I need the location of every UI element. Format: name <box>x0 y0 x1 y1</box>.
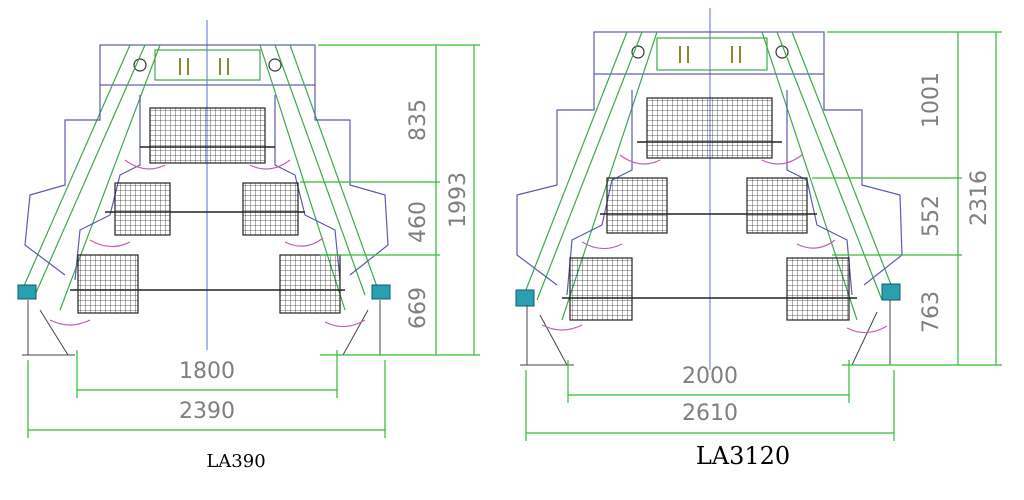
drawing-la3120: 1001 552 763 2316 2000 2610 LA3120 <box>512 0 1024 500</box>
dim-top: 1001 <box>919 72 944 128</box>
dim-total: 1993 <box>446 172 471 228</box>
dim-inner: 1800 <box>179 359 235 384</box>
cages <box>569 97 850 321</box>
egg-troughs <box>541 154 888 334</box>
dim-bottom: 669 <box>406 287 431 329</box>
cages <box>77 107 341 314</box>
dim-outer: 2390 <box>179 399 235 424</box>
feeders <box>515 283 901 307</box>
cage-drawing: 1001 552 763 2316 2000 2610 LA3120 <box>515 8 1002 470</box>
dim-top: 835 <box>406 99 431 141</box>
tier-bars <box>70 146 345 291</box>
cage-drawing: 835 460 669 1993 1800 2390 LA390 <box>17 20 480 472</box>
horizontal-dimensions <box>27 350 386 438</box>
model-label: LA3120 <box>696 442 790 470</box>
dim-middle: 460 <box>406 201 431 243</box>
drawing-la390: 835 460 669 1993 1800 2390 LA390 <box>17 20 480 472</box>
top-frame <box>99 44 316 86</box>
model-label: LA390 <box>206 451 265 472</box>
top-frame <box>593 31 825 75</box>
dim-middle: 552 <box>919 195 944 237</box>
support-rails <box>521 31 898 321</box>
dim-bottom: 763 <box>919 291 944 333</box>
feeders <box>17 284 391 300</box>
egg-troughs <box>49 159 366 328</box>
vertical-dimensions <box>812 31 1002 366</box>
horizontal-dimensions <box>525 360 895 441</box>
dim-total: 2316 <box>967 170 992 226</box>
dim-inner: 2000 <box>682 364 738 389</box>
dim-outer: 2610 <box>682 401 738 426</box>
tier-bars <box>562 141 857 299</box>
vertical-dimensions <box>300 44 480 356</box>
